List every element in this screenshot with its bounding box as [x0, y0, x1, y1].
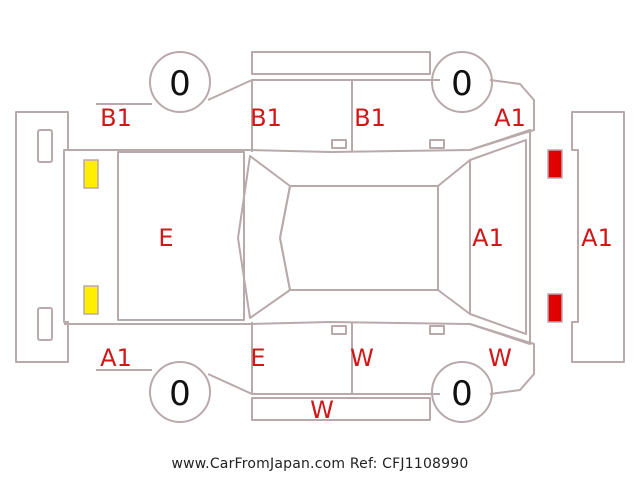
damage-label-rear-left-door: B1 [250, 104, 282, 132]
source-credit: www.CarFromJapan.com Ref: CFJ1108990 [171, 456, 469, 472]
tire-rear-left-value: 0 [169, 64, 191, 104]
rear-left-wheel [149, 51, 211, 113]
rear-light-top [83, 159, 99, 189]
damage-label-front-bumper: A1 [581, 224, 613, 252]
right-roof-rail [251, 397, 431, 421]
front-bumper [571, 111, 625, 363]
rear-light-bottom [83, 285, 99, 315]
roof [279, 185, 439, 291]
damage-label-front-left-fender: A1 [494, 104, 526, 132]
damage-label-rear-left-panel: B1 [100, 104, 132, 132]
rear-bumper-reflector-bottom [37, 307, 53, 341]
rear-bumper [15, 111, 69, 363]
front-left-wheel [431, 51, 493, 113]
door-handle [331, 139, 347, 149]
rear-window [237, 155, 291, 319]
damage-label-front-right-door: W [350, 344, 374, 372]
tire-rear-right-value: 0 [169, 374, 191, 414]
door-handle [331, 325, 347, 335]
damage-label-rear-bumper-corner: A1 [100, 344, 132, 372]
head-light-top [547, 149, 563, 179]
damage-label-rear-right-door: E [250, 344, 265, 372]
windshield [437, 159, 471, 315]
damage-label-hood: A1 [472, 224, 504, 252]
damage-label-front-left-door: B1 [354, 104, 386, 132]
damage-label-front-right-fender: W [488, 344, 512, 372]
hood [469, 139, 527, 335]
rear-bumper-reflector-top [37, 129, 53, 163]
damage-label-right-side-sill: W [310, 396, 334, 424]
door-handle [429, 139, 445, 149]
trunk-lid [117, 151, 245, 321]
tire-front-right-value: 0 [451, 374, 473, 414]
left-roof-rail [251, 51, 431, 75]
rear-right-wheel [149, 361, 211, 423]
front-right-wheel [431, 361, 493, 423]
head-light-bottom [547, 293, 563, 323]
body-top-outline [64, 129, 531, 345]
damage-label-trunk: E [158, 224, 173, 252]
tire-front-left-value: 0 [451, 64, 473, 104]
door-handle [429, 325, 445, 335]
